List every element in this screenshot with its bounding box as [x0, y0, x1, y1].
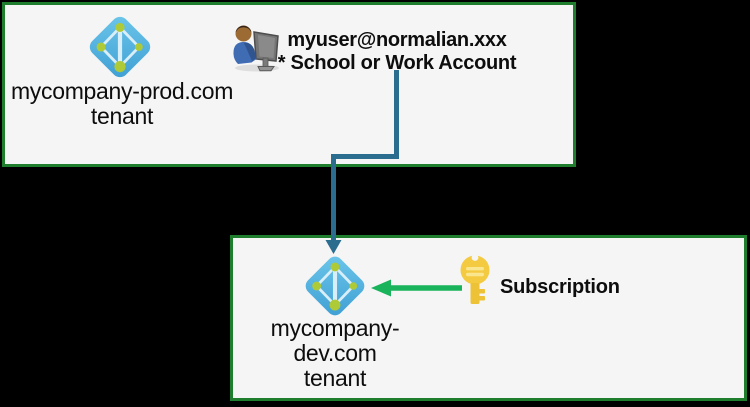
azure-ad-icon: [85, 12, 155, 82]
prod-tenant-box: [2, 2, 576, 167]
prod-tenant-word: tenant: [90, 103, 154, 129]
dev-tenant-box: [230, 235, 747, 401]
azure-ad-icon: [301, 252, 369, 320]
prod-tenant-label: mycompany-prod.com tenant: [2, 79, 242, 129]
dev-tenant-label: mycompany-dev.com tenant: [231, 316, 439, 391]
user-account-type: * School or Work Account: [277, 52, 517, 74]
user-account-label: myuser@normalian.xxx * School or Work Ac…: [266, 29, 528, 75]
dev-tenant-word: tenant: [303, 365, 367, 391]
key-icon: [460, 254, 490, 304]
dev-tenant-domain: mycompany-dev.com: [270, 315, 400, 366]
prod-tenant-domain: mycompany-prod.com: [10, 78, 234, 104]
user-at-computer-icon: [233, 25, 279, 72]
subscription-label: Subscription: [500, 276, 620, 298]
user-account-upn: myuser@normalian.xxx: [287, 29, 507, 51]
